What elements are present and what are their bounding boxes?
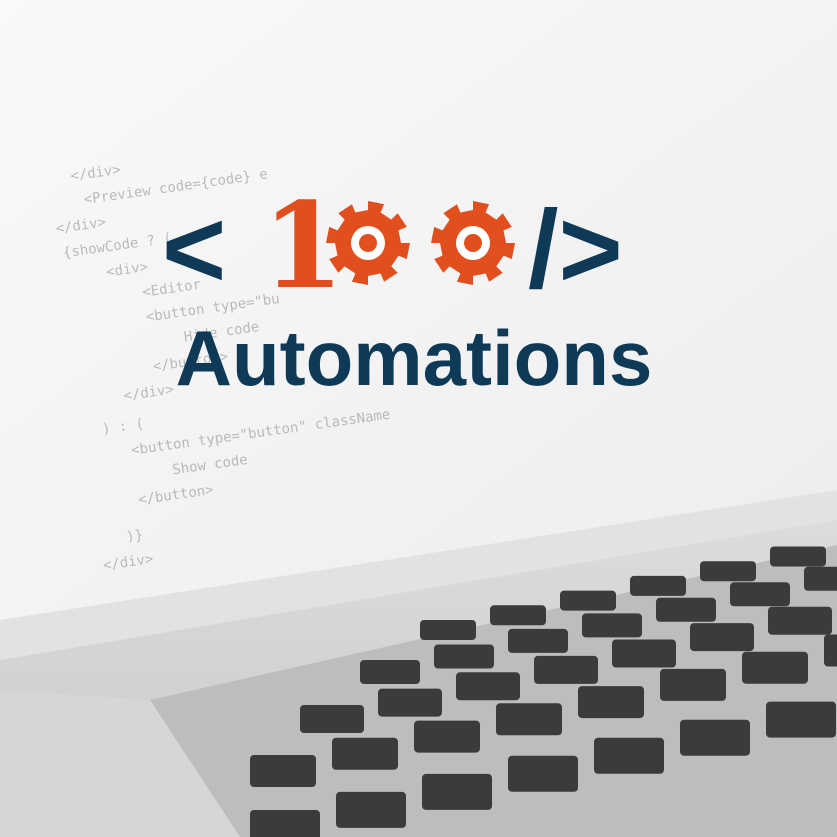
keyboard-key <box>804 566 837 591</box>
keyboard-key <box>766 701 836 738</box>
keyboard-key <box>250 810 320 837</box>
keyboard-key <box>508 628 568 653</box>
keyboard-key <box>300 705 364 733</box>
laptop-screen <box>0 0 837 620</box>
keyboard-key <box>534 655 598 684</box>
keyboard-key <box>414 720 480 753</box>
keyboard-key <box>824 634 837 667</box>
keyboard-key <box>656 597 716 622</box>
keyboard-key <box>434 644 494 669</box>
keyboard-key <box>660 668 726 701</box>
keyboard-key <box>742 651 808 684</box>
keyboard-key <box>250 755 316 787</box>
keyboard-key <box>690 623 754 652</box>
keyboard-key <box>612 639 676 668</box>
keyboard-keys <box>250 546 837 837</box>
keyboard-key <box>730 582 790 607</box>
keyboard-key <box>332 737 398 770</box>
keyboard-key <box>680 719 750 756</box>
keyboard-key <box>360 660 420 684</box>
keyboard-key <box>420 620 476 640</box>
keyboard-key <box>378 688 442 717</box>
laptop-hinge <box>0 490 837 660</box>
keyboard-key <box>490 605 546 626</box>
keyboard-key <box>578 686 644 719</box>
keyboard-key <box>336 791 406 828</box>
keyboard-key <box>700 561 756 582</box>
keyboard-key <box>496 703 562 736</box>
keyboard-key <box>768 606 832 635</box>
keyboard-key <box>594 737 664 774</box>
palm-rest <box>0 690 240 837</box>
keyboard-key <box>456 672 520 701</box>
keyboard-key <box>770 546 826 567</box>
keyboard-key <box>582 613 642 638</box>
keyboard-key <box>422 773 492 810</box>
keyboard-key <box>560 590 616 611</box>
keyboard-key <box>630 575 686 596</box>
keyboard-key <box>508 755 578 792</box>
